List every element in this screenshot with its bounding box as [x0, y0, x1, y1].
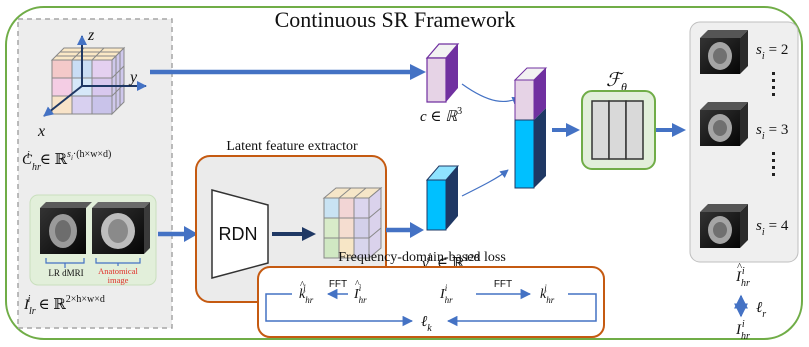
i-pred-label: Ihri	[353, 283, 367, 305]
framework-title: Continuous SR Framework	[275, 7, 516, 32]
ellipsis-dots-1	[772, 72, 775, 96]
feature-cube	[322, 186, 383, 260]
framework-frame	[5, 6, 803, 340]
i-gt-label: Ihri	[439, 283, 453, 305]
lr-input-label: Ilri∈ ℝ2×h×w×d	[23, 294, 105, 317]
mlp-to-output-arrow	[656, 123, 686, 137]
coord-to-vector-arrow	[150, 64, 426, 80]
fft-label-1: FFT	[329, 279, 347, 290]
predicted-hr-label: Ihri	[735, 266, 750, 289]
axis-x-label: x	[37, 123, 45, 140]
output-volume-scale-4	[700, 204, 748, 248]
mlp-layers	[591, 100, 644, 160]
axis-y-label: y	[128, 69, 138, 86]
coord-merge-arrow	[461, 83, 521, 105]
coordinate-vector-label: c ∈ ℝ3	[420, 106, 462, 125]
predicted-hat: ^	[737, 261, 743, 273]
latent-merge-arrow	[461, 169, 509, 197]
freq-loss-right-bracket	[446, 293, 597, 327]
extractor-title: Latent feature extractor	[226, 139, 358, 154]
k-pred-label: khri	[299, 283, 314, 305]
coordinate-vector	[425, 43, 460, 103]
reconstruction-loss-label: ℓr	[756, 300, 766, 320]
output-volume-scale-3	[700, 102, 748, 146]
scale-2-label: si= 2	[756, 42, 788, 62]
axis-z-label: z	[87, 27, 95, 44]
anatomical-label-line1: Anatomical	[98, 266, 138, 276]
coordinate-grid-cube: z y x	[37, 27, 147, 140]
k-gt-label: khri	[540, 283, 555, 305]
freq-loss-title: Frequency-domain-based loss	[338, 250, 506, 265]
output-volume-scale-2	[700, 30, 748, 74]
lr-dmri-image	[40, 202, 92, 254]
anatomical-image	[92, 202, 150, 254]
svg-text:^: ^	[300, 280, 305, 291]
scale-3-label: si= 3	[756, 122, 788, 142]
extractor-to-latent-arrow	[386, 222, 424, 238]
mlp-label: ℱθ	[606, 70, 627, 94]
lr-dmri-label: LR dMRI	[48, 268, 83, 278]
latent-vector	[425, 165, 460, 231]
input-to-extractor-arrow	[158, 226, 198, 242]
fft-label-2: FFT	[494, 279, 512, 290]
svg-text:RDN: RDN	[219, 224, 258, 244]
ellipsis-dots-2	[772, 152, 775, 176]
vector-to-mlp-arrow	[552, 123, 580, 137]
rdn-block: RDN	[211, 189, 269, 279]
freq-loss-symbol: ℓk	[421, 314, 432, 334]
anatomical-label-line2: image	[108, 275, 129, 285]
svg-text:^: ^	[355, 279, 360, 290]
scale-4-label: si= 4	[756, 218, 789, 238]
freq-loss-left-bracket	[265, 293, 414, 327]
ground-truth-hr-label: Ihri	[735, 319, 750, 342]
coordinate-label: Chri∈ ℝsi·(h×w×d)	[22, 149, 111, 173]
rdn-to-features-arrow	[272, 227, 316, 241]
freq-loss-box	[257, 266, 605, 338]
concatenated-vector	[513, 67, 548, 189]
